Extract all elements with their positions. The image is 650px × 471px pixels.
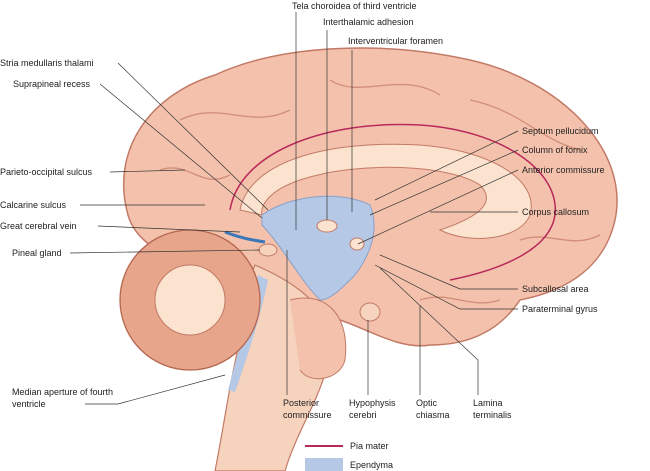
legend-pia-mater: Pia mater	[350, 441, 389, 451]
label-suprapineal-recess: Suprapineal recess	[13, 79, 91, 89]
pineal-gland	[258, 243, 278, 257]
legend-ependyma: Ependyma	[350, 460, 394, 470]
label-great-cerebral-vein: Great cerebral vein	[0, 221, 77, 231]
great-cerebral-vein	[224, 230, 266, 244]
leader-lines	[69, 12, 519, 405]
label-pineal-gland: Pineal gland	[12, 248, 62, 258]
label-paraterminal-gyrus: Paraterminal gyrus	[522, 304, 598, 314]
pia-mater-line	[229, 123, 556, 281]
hypophysis	[359, 302, 381, 322]
label-interventricular-foramen: Interventricular foramen	[348, 36, 444, 46]
third-ventricle	[261, 195, 375, 301]
arbor-vitae	[154, 264, 226, 336]
label-posterior-commissure: Posterior commissure	[283, 398, 332, 420]
label-corpus-callosum: Corpus callosum	[522, 207, 590, 217]
label-calcarine-sulcus: Calcarine sulcus	[0, 200, 67, 210]
label-optic-chiasma: Optic chiasma	[416, 398, 450, 420]
label-subcallosal-area: Subcallosal area	[522, 284, 589, 294]
legend-ependyma-swatch	[305, 458, 343, 471]
label-column-of-fornix: Column of fornix	[522, 145, 588, 155]
gyri-lines	[159, 79, 601, 304]
interthalamic-adhesion	[316, 219, 338, 233]
label-septum-pellucidum: Septum pellucidum	[522, 126, 599, 136]
label-median-aperture: Median aperture of fourth ventricle	[12, 387, 114, 409]
label-parieto-occipital-sulcus: Parieto-occipital sulcus	[0, 167, 93, 177]
pons	[289, 297, 347, 380]
label-interthalamic-adhesion: Interthalamic adhesion	[323, 17, 414, 27]
label-lamina-terminalis: Lamina terminalis	[473, 398, 512, 420]
label-hypophysis-cerebri: Hypophysis cerebri	[349, 398, 396, 420]
label-stria-medullaris: Stria medullaris thalami	[0, 58, 94, 68]
label-tela-choroidea: Tela choroidea of third ventricle	[292, 1, 417, 11]
anterior-commissure-shape	[349, 237, 365, 251]
label-anterior-commissure: Anterior commissure	[522, 165, 605, 175]
